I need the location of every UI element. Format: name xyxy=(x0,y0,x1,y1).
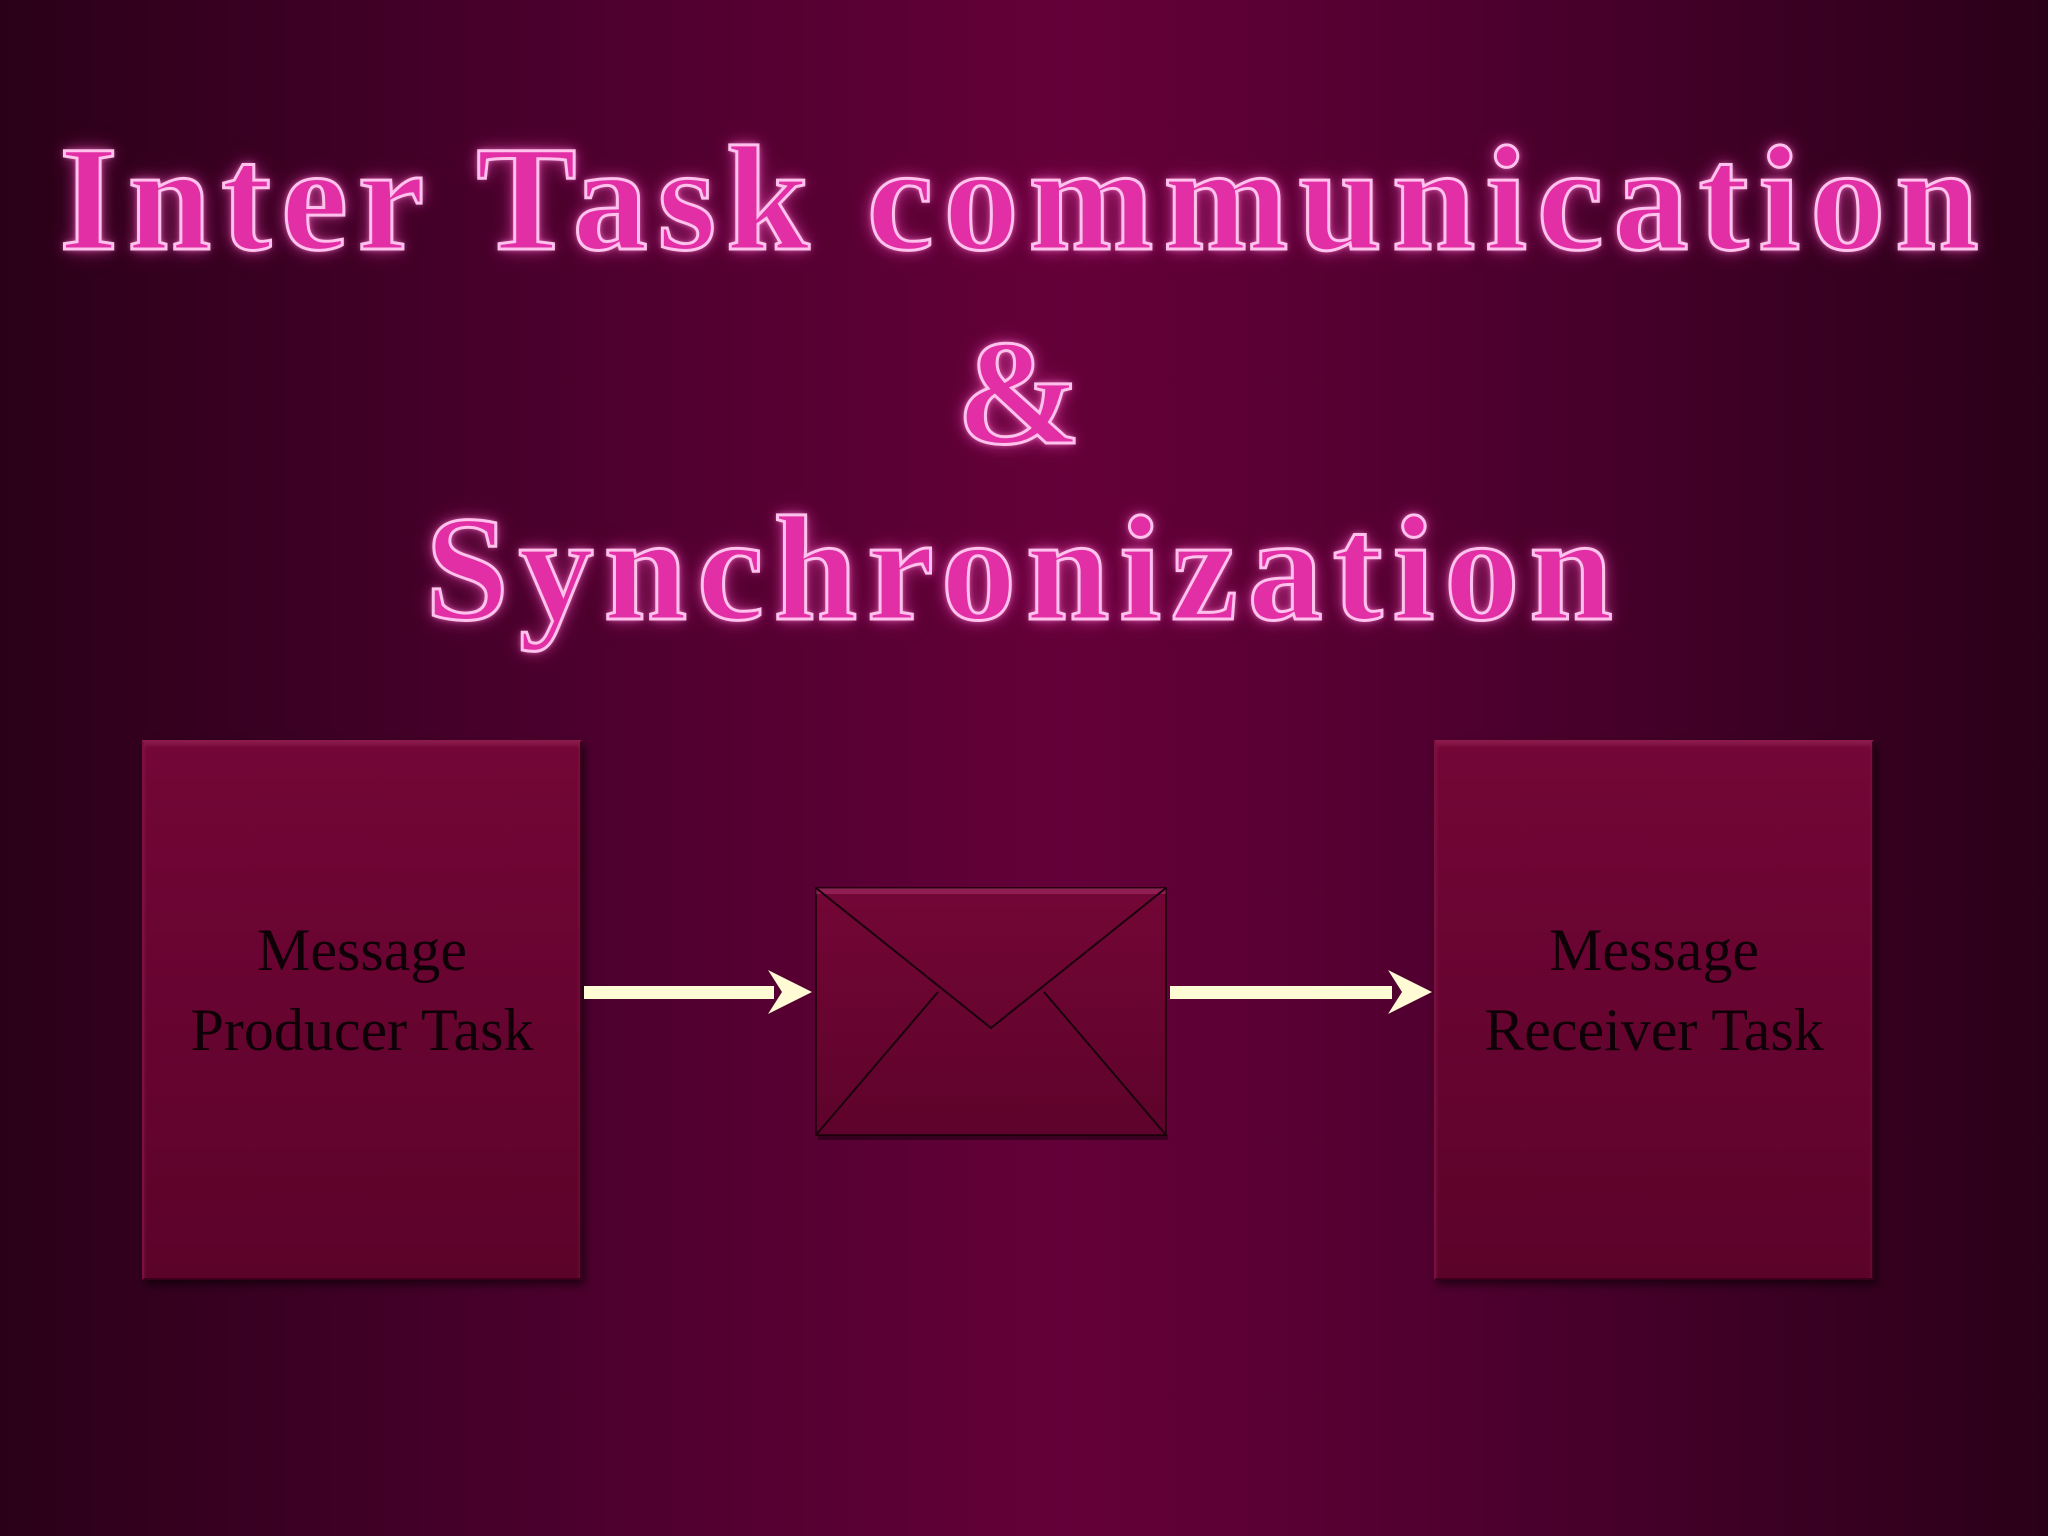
receiver-task-box: Message Receiver Task xyxy=(1434,740,1874,1280)
receiver-task-label: Message Receiver Task xyxy=(1484,910,1824,1070)
producer-task-box: Message Producer Task xyxy=(142,740,582,1280)
producer-label-line-2: Producer Task xyxy=(190,997,534,1063)
arrow-producer-to-message xyxy=(584,970,812,1014)
arrow-message-to-receiver xyxy=(1170,970,1432,1014)
receiver-label-line-2: Receiver Task xyxy=(1484,997,1824,1063)
envelope-icon xyxy=(815,887,1168,1140)
title-line-ampersand: & xyxy=(955,310,1092,476)
title-line-inter-task-communication: Inter Task communication xyxy=(58,116,1989,282)
receiver-label-line-1: Message xyxy=(1549,917,1759,983)
producer-label-line-1: Message xyxy=(257,917,467,983)
title-line-synchronization: Synchronization xyxy=(424,486,1623,652)
producer-task-label: Message Producer Task xyxy=(191,910,534,1070)
